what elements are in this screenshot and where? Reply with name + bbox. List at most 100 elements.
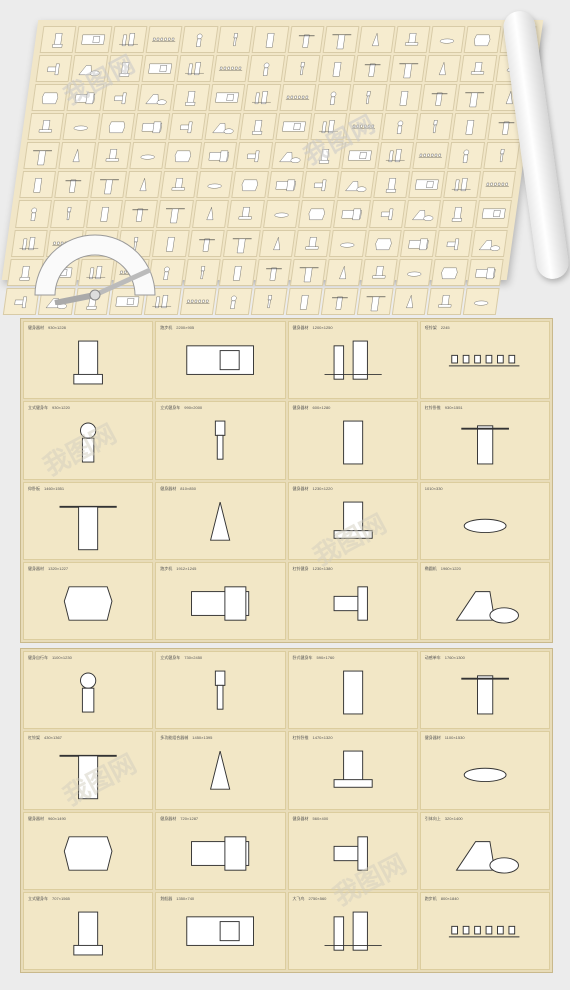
- mini-equipment-icon: [463, 150, 470, 164]
- equipment-cell-bench: 杠铃卧推 1470×1320: [287, 731, 418, 810]
- mini-equipment-icon: [366, 296, 386, 311]
- equipment-drawing-icon: [186, 916, 255, 946]
- equipment-label: 引体向上 320×1400: [424, 815, 463, 821]
- mini-equipment-icon: [132, 209, 149, 223]
- mini-equipment-icon: [299, 62, 305, 76]
- mini-equipment-icon: [186, 299, 210, 304]
- mini-equipment-cell: [360, 258, 398, 286]
- mini-equipment-cell: [110, 26, 148, 54]
- mini-equipment-icon: [218, 66, 242, 71]
- mini-equipment-cell: [145, 26, 183, 54]
- mini-equipment-icon: [438, 294, 452, 308]
- mini-equipment-cell: [247, 55, 285, 83]
- mini-equipment-icon: [152, 294, 172, 308]
- mini-equipment-icon: [86, 265, 105, 279]
- equipment-drawing-icon: [80, 422, 97, 463]
- mini-equipment-icon: [399, 91, 408, 106]
- mini-equipment-cell: [487, 113, 525, 141]
- mini-equipment-icon: [505, 91, 513, 105]
- mini-equipment-icon: [305, 236, 319, 249]
- mini-equipment-cell: [181, 26, 219, 54]
- mini-equipment-icon: [451, 207, 463, 223]
- mini-equipment-icon: [148, 63, 172, 74]
- equipment-drawing-icon: [333, 586, 368, 621]
- mini-equipment-icon: [298, 34, 315, 48]
- equipment-label: 健身器材 560×400: [292, 815, 329, 821]
- mini-equipment-icon: [232, 238, 252, 253]
- equipment-cell-trainer: 健身器材 810×850: [155, 481, 286, 560]
- mini-equipment-icon: [318, 149, 329, 164]
- equipment-drawing-icon: [210, 501, 231, 541]
- mini-equipment-cell: [70, 55, 109, 83]
- mini-equipment-cell: [208, 84, 246, 112]
- equipment-drawing-icon: [324, 340, 382, 380]
- mini-equipment-icon: [329, 91, 337, 106]
- mini-equipment-cell: [462, 287, 500, 315]
- mini-equipment-icon: [408, 238, 429, 250]
- equipment-cell-runner: 划船器 1350×740: [155, 891, 286, 970]
- mini-equipment-icon: [232, 33, 238, 46]
- equipment-cell-dumbbell: 哑铃架 2245: [419, 321, 550, 400]
- mini-equipment-icon: [263, 62, 270, 76]
- mini-equipment-icon: [38, 120, 52, 133]
- mini-equipment-icon: [247, 150, 260, 163]
- mini-equipment-icon: [180, 121, 193, 134]
- mini-equipment-cell: [250, 287, 288, 315]
- mini-equipment-cell: [19, 171, 57, 199]
- mini-equipment-icon: [230, 295, 237, 309]
- mini-equipment-icon: [241, 180, 258, 192]
- mini-equipment-cell: [349, 84, 387, 112]
- mini-equipment-icon: [19, 265, 30, 281]
- mini-equipment-cell: [424, 55, 462, 83]
- mini-equipment-cell: [451, 113, 489, 141]
- mini-equipment-icon: [33, 178, 42, 193]
- mini-equipment-icon: [30, 208, 37, 222]
- mini-equipment-icon: [366, 91, 371, 105]
- mini-equipment-cell: [470, 229, 508, 257]
- equipment-cell-board: 仰卧板 1460×1551: [23, 481, 154, 560]
- mini-equipment-icon: [139, 178, 147, 192]
- mini-equipment-cell: [144, 287, 182, 315]
- equipment-drawing-icon: [333, 835, 368, 871]
- mini-equipment-cell: [191, 200, 230, 228]
- mini-equipment-icon: [145, 94, 167, 106]
- mini-equipment-icon: [340, 242, 355, 248]
- mini-equipment-cell: [212, 55, 250, 83]
- mini-equipment-cell: [50, 200, 88, 228]
- equipment-drawing-icon: [448, 354, 520, 367]
- mini-equipment-cell: [216, 26, 254, 54]
- mini-equipment-icon: [14, 296, 27, 308]
- mini-equipment-icon: [19, 236, 39, 250]
- equipment-label: 大飞鸟 2750×560: [292, 895, 327, 901]
- mini-equipment-icon: [332, 62, 342, 77]
- mini-equipment-icon: [166, 236, 176, 252]
- mini-equipment-icon: [238, 207, 252, 220]
- mini-equipment-icon: [412, 210, 434, 222]
- mini-equipment-cell: [125, 171, 163, 199]
- equipment-cell-dumbbell: 动感单车 1760×1300: [419, 651, 550, 730]
- equipment-label: 杠铃卧推 1470×1320: [292, 735, 333, 741]
- equipment-label: 立式健身车 730×2450: [160, 655, 203, 660]
- equipment-drawing-icon: [63, 586, 113, 621]
- mini-equipment-icon: [72, 149, 80, 163]
- mini-equipment-cell: [380, 113, 419, 141]
- equipment-drawing-icon: [324, 911, 382, 951]
- mini-equipment-icon: [339, 265, 347, 279]
- mini-equipment-cell: [427, 287, 465, 315]
- equipment-drawing-icon: [463, 518, 507, 533]
- mini-equipment-icon: [74, 125, 89, 131]
- equipment-cell-press: 健身器材 1100×1530: [419, 731, 550, 810]
- equipment-drawing-icon: [342, 670, 363, 715]
- mini-equipment-icon: [481, 209, 506, 219]
- mini-equipment-cell: [287, 26, 325, 54]
- equipment-cell-console: 立式健身车 990×2000: [155, 401, 286, 480]
- mini-equipment-cell: [117, 229, 155, 257]
- mini-equipment-cell: [266, 171, 304, 199]
- equipment-cell-chair: 健身自行车 1100×1230: [23, 651, 154, 730]
- mini-equipment-icon: [485, 183, 509, 187]
- mini-equipment-cell: [160, 171, 198, 199]
- mini-equipment-icon: [266, 294, 272, 308]
- mini-equipment-cell: [391, 287, 429, 315]
- equipment-label: 健身器材 930×1228: [28, 325, 66, 330]
- mini-equipment-cell: [164, 142, 202, 170]
